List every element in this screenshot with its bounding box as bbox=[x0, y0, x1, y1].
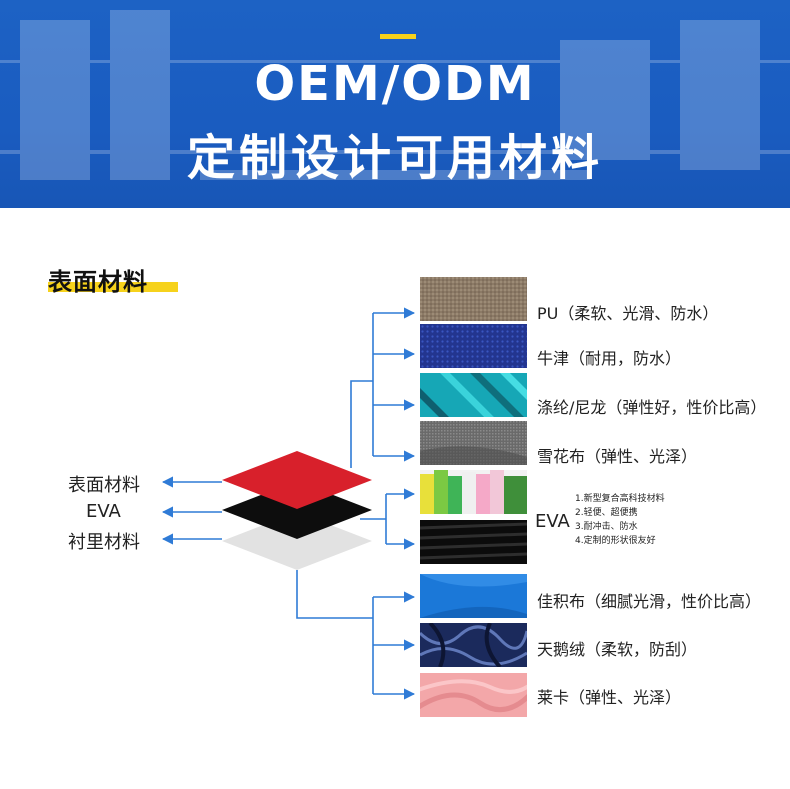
jiaji-swatch-image bbox=[420, 574, 527, 618]
layer-label-lining: 衬里材料 bbox=[68, 532, 140, 553]
eva-note: 4.定制的形状很友好 bbox=[575, 536, 656, 546]
surface-layer bbox=[222, 451, 372, 509]
eva-feature-notes: 1.新型复合高科技材料 2.轻便、超便携 3.耐冲击、防水 4.定制的形状很友好 bbox=[575, 492, 665, 548]
hero-banner: OEM/ODM 定制设计可用材料 bbox=[0, 0, 790, 208]
lycra-swatch-image bbox=[420, 673, 527, 717]
banner-title-english: OEM/ODM bbox=[254, 56, 536, 112]
section-heading-text: 表面材料 bbox=[48, 268, 148, 296]
velvet-swatch-image bbox=[420, 623, 527, 667]
lining-layer bbox=[222, 512, 372, 570]
heading-highlight bbox=[48, 282, 178, 292]
material-label-jiaji: 佳积布（细腻光滑，性价比高） bbox=[537, 592, 762, 611]
material-label-lycra: 莱卡（弹性、光泽） bbox=[537, 688, 682, 707]
material-label-pu: PU（柔软、光滑、防水） bbox=[537, 304, 719, 323]
material-label-velvet: 天鹅绒（柔软，防刮） bbox=[537, 640, 698, 659]
layer-label-eva: EVA bbox=[86, 501, 121, 522]
eva-note: 3.耐冲击、防水 bbox=[575, 522, 638, 532]
eva-color-blocks-image bbox=[420, 470, 527, 514]
material-label-snowflake: 雪花布（弹性、光泽） bbox=[537, 447, 698, 466]
eva-note: 2.轻便、超便携 bbox=[575, 508, 638, 518]
snowflake-swatch-image bbox=[420, 421, 527, 465]
title-accent-bar bbox=[380, 34, 416, 39]
banner-title-chinese: 定制设计可用材料 bbox=[186, 130, 603, 186]
layer-label-surface: 表面材料 bbox=[68, 475, 140, 496]
factory-background-image bbox=[0, 10, 790, 180]
oxford-swatch-image bbox=[420, 324, 527, 368]
pu-swatch-image bbox=[420, 277, 527, 321]
section-heading: 表面材料 bbox=[48, 262, 178, 296]
eva-material-label: EVA bbox=[535, 511, 570, 532]
material-label-polyester: 涤纶/尼龙（弹性好，性价比高） bbox=[537, 398, 767, 417]
polyester-swatch-image bbox=[420, 373, 527, 417]
eva-black-image bbox=[420, 520, 527, 564]
material-label-oxford: 牛津（耐用，防水） bbox=[537, 349, 682, 368]
eva-layer bbox=[222, 481, 372, 539]
eva-note: 1.新型复合高科技材料 bbox=[575, 494, 665, 504]
